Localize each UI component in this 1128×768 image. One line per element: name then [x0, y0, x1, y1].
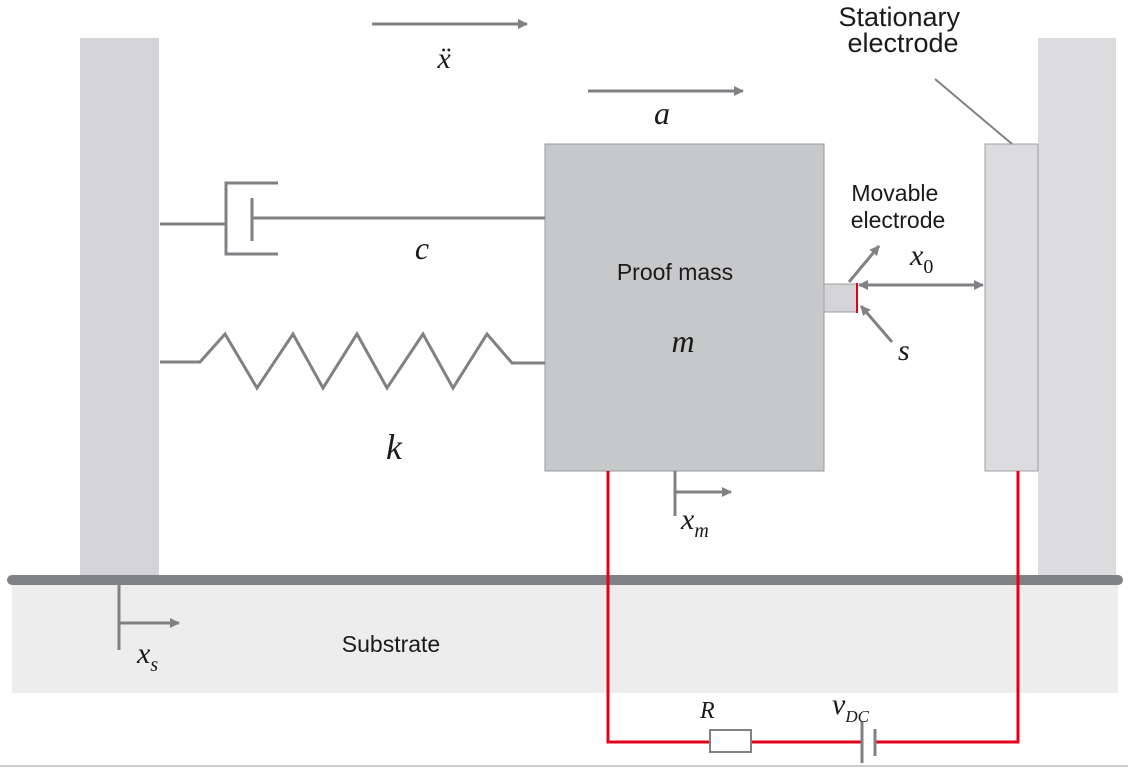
spring-constant-symbol: k [386, 427, 403, 467]
movable-electrode [823, 283, 858, 313]
movable-electrode-label: Movable electrode [851, 180, 946, 233]
area-pointer [859, 305, 894, 343]
damping-symbol: c [415, 230, 429, 266]
substrate-label: Substrate [342, 631, 440, 657]
mass-acceleration-symbol: a [654, 95, 670, 131]
proof-mass [544, 143, 825, 472]
dc-voltage-source [860, 721, 877, 763]
mass-symbol: m [671, 323, 694, 359]
stationary-electrode [984, 143, 1039, 472]
spring [160, 331, 545, 391]
input-acceleration-symbol: ẍ [436, 42, 451, 75]
proof-mass-label: Proof mass [617, 259, 733, 285]
damper [160, 181, 545, 256]
dc-voltage-symbol: vDC [832, 688, 870, 726]
substrate-displacement-marker [117, 584, 180, 650]
resistor-symbol: R [699, 698, 715, 724]
resistor [709, 729, 752, 753]
substrate-displacement-symbol: xs [136, 637, 158, 676]
substrate [12, 583, 1118, 693]
movable-electrode-pointer [847, 245, 881, 283]
area-symbol: s [898, 334, 910, 367]
stationary-electrode-leader [934, 78, 1013, 145]
circuit-wire [606, 471, 710, 744]
right-anchor-wall [1038, 38, 1116, 580]
mass-displacement-marker [673, 471, 732, 516]
left-anchor-wall [80, 38, 159, 580]
circuit-wire [875, 471, 1020, 744]
mass-displacement-symbol: xm [680, 503, 709, 542]
stationary-electrode-label: Stationary electrode [838, 2, 967, 58]
gap-symbol: x0 [909, 239, 933, 278]
